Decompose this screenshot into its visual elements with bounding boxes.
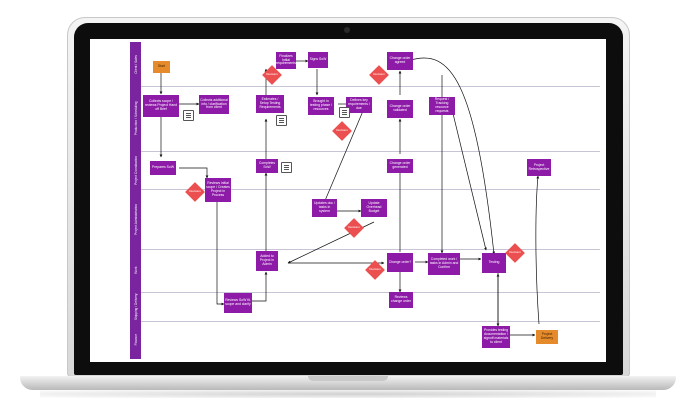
- complete-sow-node[interactable]: Completes SoW: [256, 159, 278, 173]
- change-validated-node[interactable]: Change order validated: [387, 100, 413, 118]
- document-icon: [281, 162, 292, 173]
- decision-label: Decision: [509, 250, 521, 254]
- reviews-change-node[interactable]: Reviews change order: [389, 292, 413, 308]
- decision-label: Decision: [266, 72, 278, 76]
- update-budget-node[interactable]: Update Overhead Budget: [361, 199, 387, 217]
- collect-scope-node[interactable]: Collects scope / reviews Project Hand of…: [143, 95, 179, 117]
- lane-admin: Project Administration: [130, 189, 600, 250]
- updates-tasks-node[interactable]: Updates doc / tasks in system: [312, 199, 337, 217]
- laptop-shadow: [40, 390, 656, 398]
- document-icon: [339, 107, 350, 118]
- connector-lines: [159, 57, 540, 337]
- prepare-sow-node[interactable]: Prepares SoW: [150, 161, 176, 175]
- finalize-requirements-node[interactable]: Finalizes Initial requirements: [276, 52, 296, 69]
- completed-tasks-node[interactable]: Completed work / tasks in Admin and Conf…: [428, 253, 460, 275]
- change-order-node[interactable]: Change order?: [387, 253, 413, 272]
- lane-header: Shipping / Delivery: [130, 292, 141, 321]
- lane-header: Project Administration: [130, 189, 141, 249]
- lane-client: Client / Sales: [130, 42, 600, 87]
- lane-header: Production / Scheduling: [130, 86, 141, 151]
- lane-header: Work: [130, 249, 141, 292]
- lane-production: Production / Scheduling: [130, 86, 600, 152]
- collect-additional-node[interactable]: Collects additional info / clarification…: [199, 95, 229, 114]
- add-to-project-node[interactable]: Added to Project in Admin: [256, 251, 278, 271]
- lane-shipping: Shipping / Delivery: [130, 292, 600, 322]
- laptop-base: [20, 376, 676, 390]
- project-retrospective-node[interactable]: Project Retrospective: [527, 159, 551, 176]
- lane-header: Project Coordination: [130, 151, 141, 189]
- testing-node[interactable]: Testing: [482, 253, 506, 273]
- lane-work: Work: [130, 249, 600, 293]
- estimates-node[interactable]: Estimates / Setup Testing Requirements: [256, 95, 284, 113]
- decision-label: Decision: [369, 267, 381, 271]
- provides-testing-node[interactable]: Provides testing documentation / signoff…: [482, 326, 510, 348]
- swimlane-diagram: Client / Sales Production / Scheduling P…: [130, 42, 600, 360]
- document-icon: [183, 110, 194, 121]
- change-agreed-node[interactable]: Change order agreed: [387, 52, 413, 70]
- lane-header: Client / Sales: [130, 42, 141, 86]
- decision-label: Decision: [348, 225, 360, 229]
- laptop-screen: Client / Sales Production / Scheduling P…: [90, 39, 606, 362]
- signs-sow-node[interactable]: Signs SoW: [308, 52, 328, 68]
- decision-label: Decision: [336, 128, 348, 132]
- camera-icon: [344, 27, 350, 33]
- start-node[interactable]: Start: [153, 61, 170, 73]
- brought-in-node[interactable]: Brought in testing phase / resources: [308, 97, 334, 115]
- lane-header: Finance: [130, 321, 141, 359]
- lane-finance: Finance: [130, 321, 600, 359]
- review-scope-node[interactable]: Reviews initial scope / Creates Project …: [205, 178, 231, 202]
- reviews-sow-node[interactable]: Reviews SoW fit, scope and clarify: [224, 293, 252, 313]
- laptop-notch: [308, 376, 388, 381]
- document-icon: [276, 115, 287, 126]
- change-generated-node[interactable]: Change order generated: [387, 159, 413, 173]
- delivery-node[interactable]: Project Delivery: [536, 330, 558, 344]
- defines-key-node[interactable]: Defines key requirements / due: [346, 97, 372, 113]
- lane-coordination: Project Coordination: [130, 151, 600, 190]
- decision-label: Decision: [373, 72, 385, 76]
- request-resource-node[interactable]: Request / Tracking resource requests: [429, 97, 455, 115]
- decision-label: Decision: [189, 189, 201, 193]
